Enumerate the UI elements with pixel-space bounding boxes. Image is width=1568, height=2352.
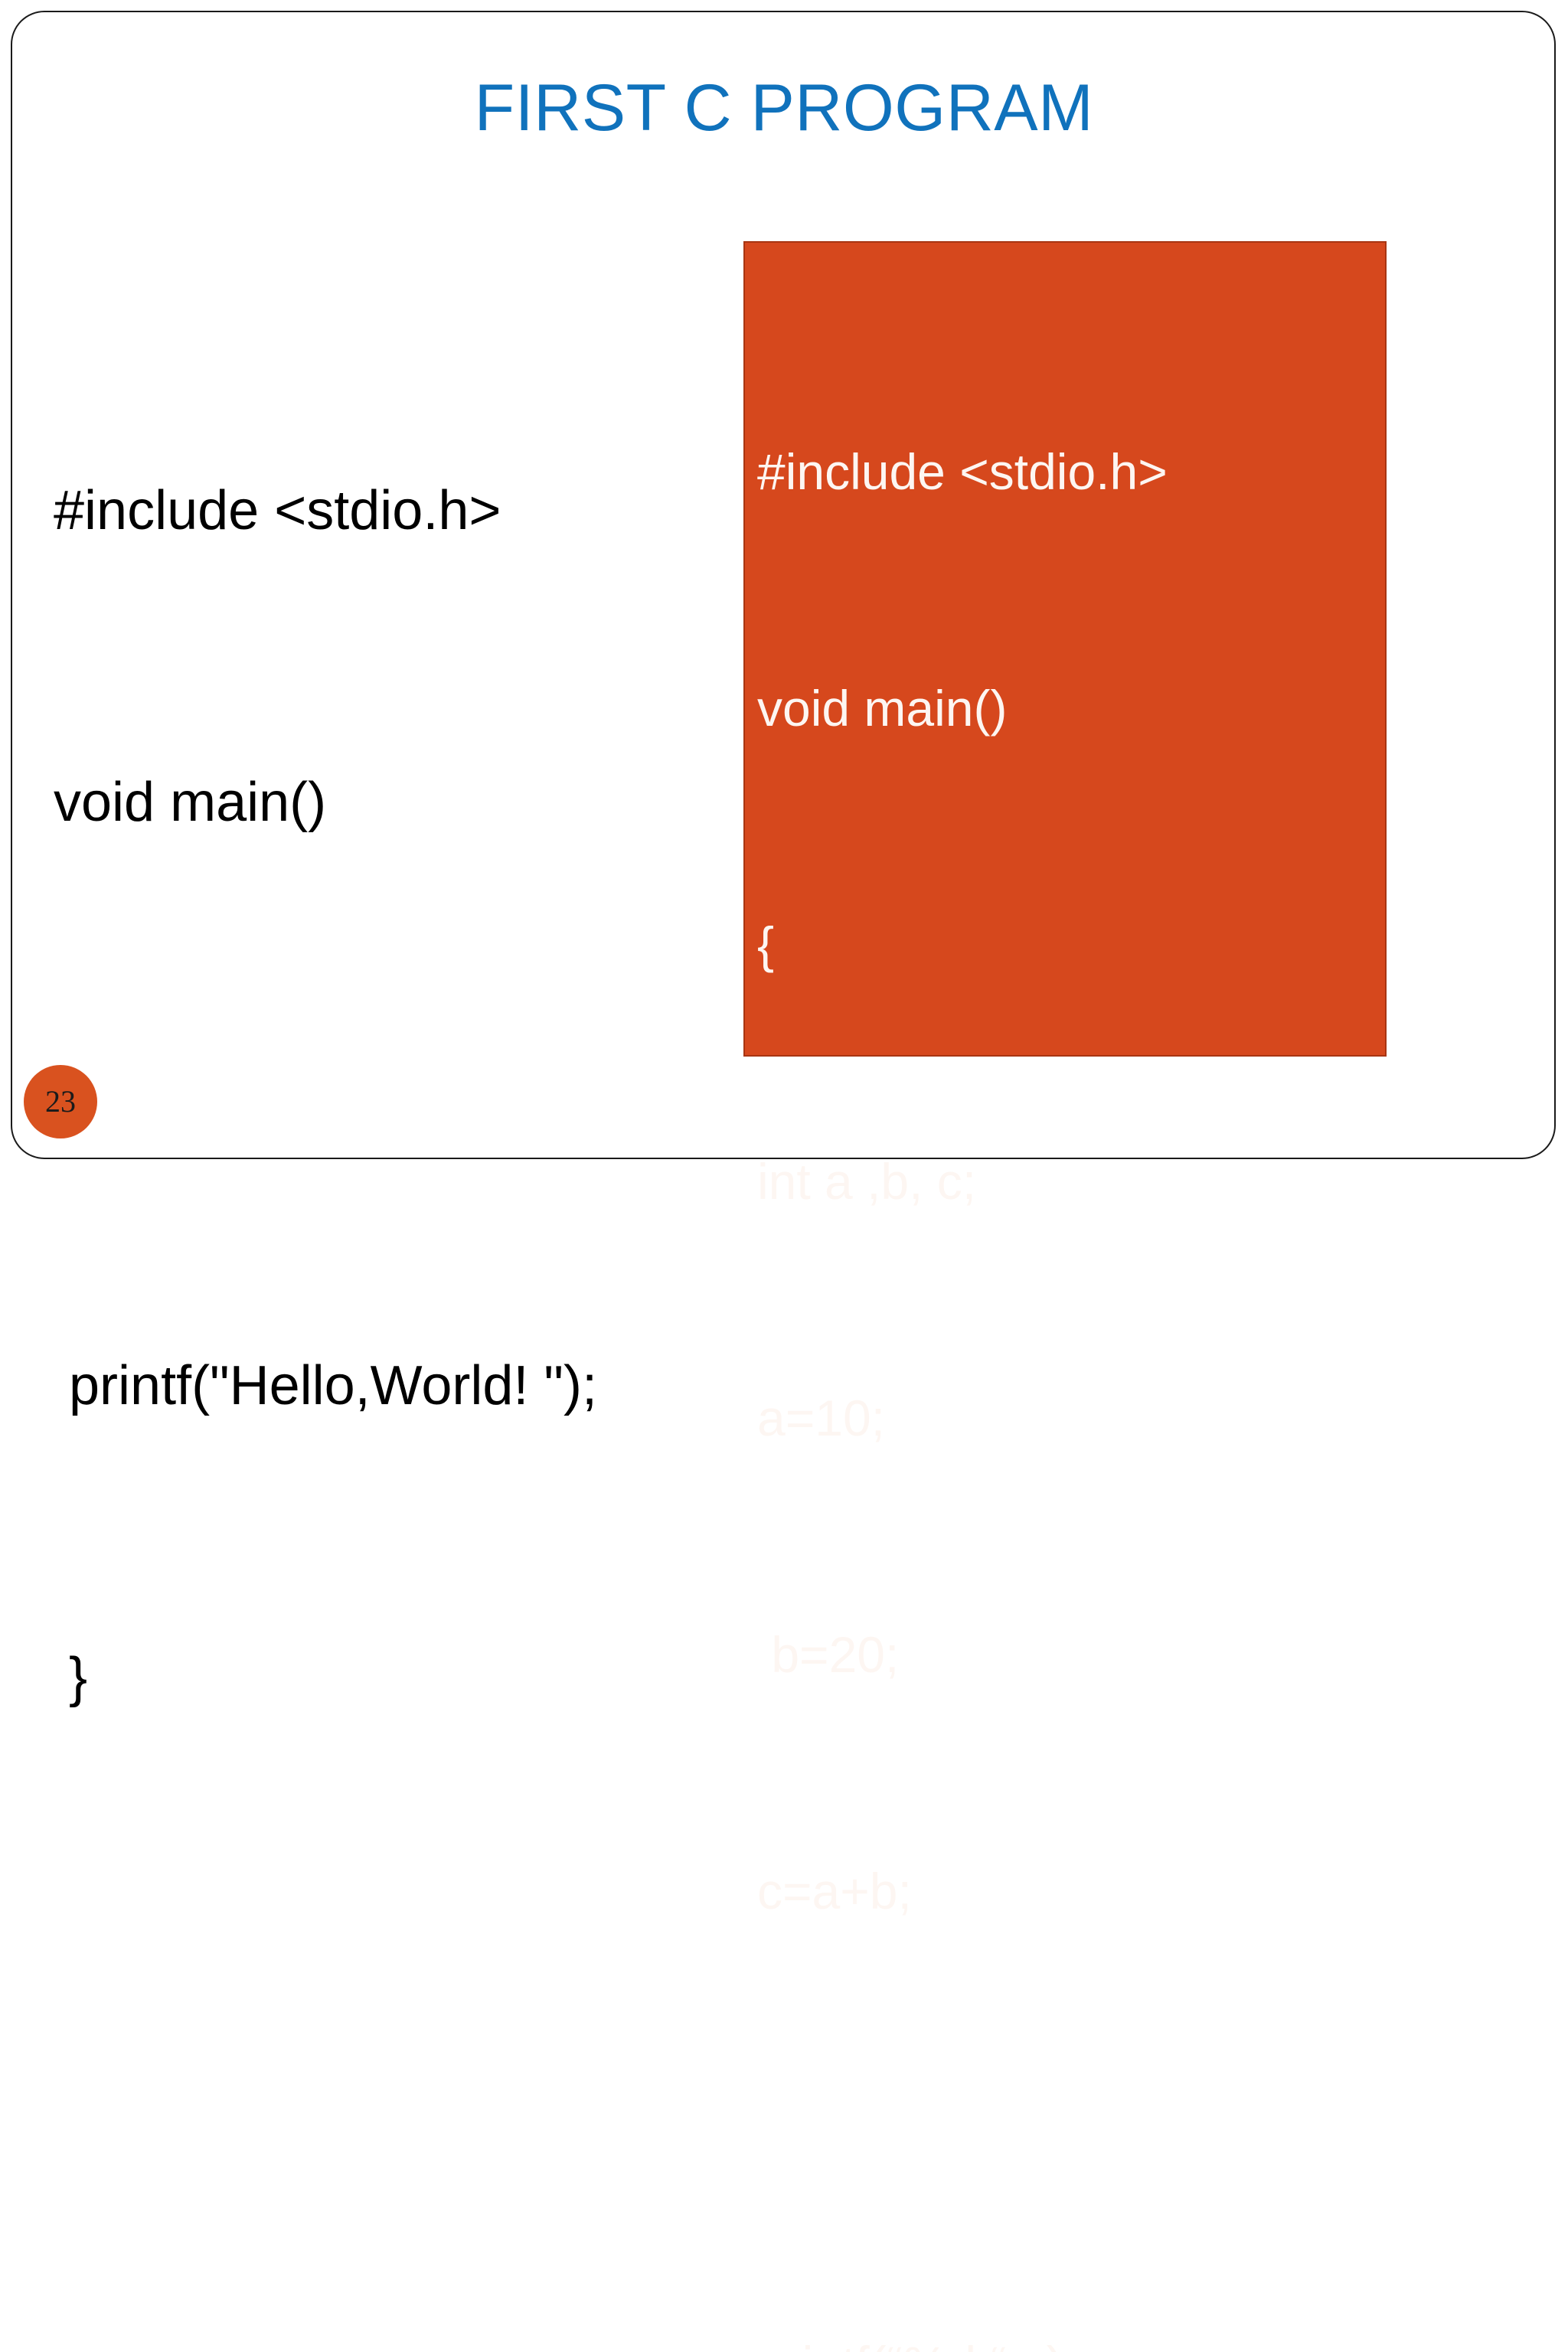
orange-code-listing: #include <stdio.h> void main() { int a ,… xyxy=(757,275,1377,2352)
orange-code-line-6: b=20; xyxy=(757,1626,900,1683)
left-code-line-5: } xyxy=(54,1647,88,1708)
slide-canvas: FIRST C PROGRAM #include <stdio.h> void … xyxy=(11,11,1556,2352)
left-code-line-4: printf("Hello,World! "); xyxy=(54,1355,597,1416)
left-code-listing: #include <stdio.h> void main() { printf(… xyxy=(54,268,819,1921)
orange-code-line-5: a=10; xyxy=(757,1390,885,1446)
orange-code-line-9: printf(“%d “,c); xyxy=(757,2325,1377,2352)
orange-code-line-7: c=a+b; xyxy=(757,1863,912,1919)
orange-code-callout-box: #include <stdio.h> void main() { int a ,… xyxy=(743,241,1387,2352)
left-code-line-2: void main() xyxy=(54,772,327,833)
left-code-line-3: { xyxy=(54,1046,819,1143)
orange-code-line-8 xyxy=(757,2089,1377,2167)
orange-code-line-4: int a ,b, c; xyxy=(757,1153,977,1210)
orange-code-line-3: { xyxy=(757,916,775,973)
page-number-label: 23 xyxy=(45,1084,76,1119)
left-code-line-1: #include <stdio.h> xyxy=(54,480,501,541)
page-number-badge: 23 xyxy=(24,1065,97,1138)
orange-code-line-1: #include <stdio.h> xyxy=(757,443,1168,500)
page-title: FIRST C PROGRAM xyxy=(474,71,1094,145)
orange-code-line-2: void main() xyxy=(757,680,1008,737)
